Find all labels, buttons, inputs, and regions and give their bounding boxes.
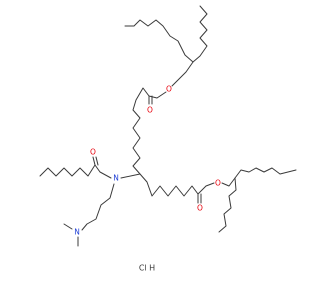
- amide-acyl-bond: [94, 164, 112, 179]
- atom-oxygen-top-carbonyl: O: [147, 106, 153, 115]
- salt-label-hcl: Cl H: [139, 264, 155, 273]
- lower-alkyl-chain: [139, 173, 199, 197]
- mid-right-upper-hexyl: [234, 167, 297, 179]
- branch-to-amide-nitrogen: [120, 173, 141, 179]
- atom-oxygen-top-ester: O: [166, 85, 172, 94]
- chemical-structure: O O O O O N N Cl H: [39, 5, 297, 273]
- mid-ester-acyl-bond: [197, 182, 215, 195]
- amide-double-bond-a: [92, 156, 96, 166]
- atom-labels: O O O O O N N: [74, 85, 221, 237]
- atom-oxygen-mid-ester: O: [215, 179, 221, 188]
- top-ester-alkoxy-bond: [171, 61, 194, 87]
- atom-oxygen-mid-carbonyl: O: [197, 204, 203, 213]
- top-left-hexyl-chain: [124, 19, 194, 63]
- bond-skeleton: [39, 5, 297, 247]
- mid-right-lower-hexyl: [218, 177, 237, 233]
- amide-double-bond-b: [95, 156, 99, 166]
- top-right-hexyl-chain: [192, 5, 208, 63]
- atom-nitrogen-amide: N: [113, 174, 119, 183]
- atom-nitrogen-amine: N: [74, 228, 80, 237]
- atom-oxygen-amide: O: [90, 148, 96, 157]
- upper-alkyl-chain: [132, 87, 150, 175]
- amine-methyl-left: [63, 223, 73, 230]
- mid-ester-alkoxy-bond: [221, 177, 236, 187]
- propyl-linker: [81, 183, 115, 231]
- octanoyl-chain: [39, 164, 96, 177]
